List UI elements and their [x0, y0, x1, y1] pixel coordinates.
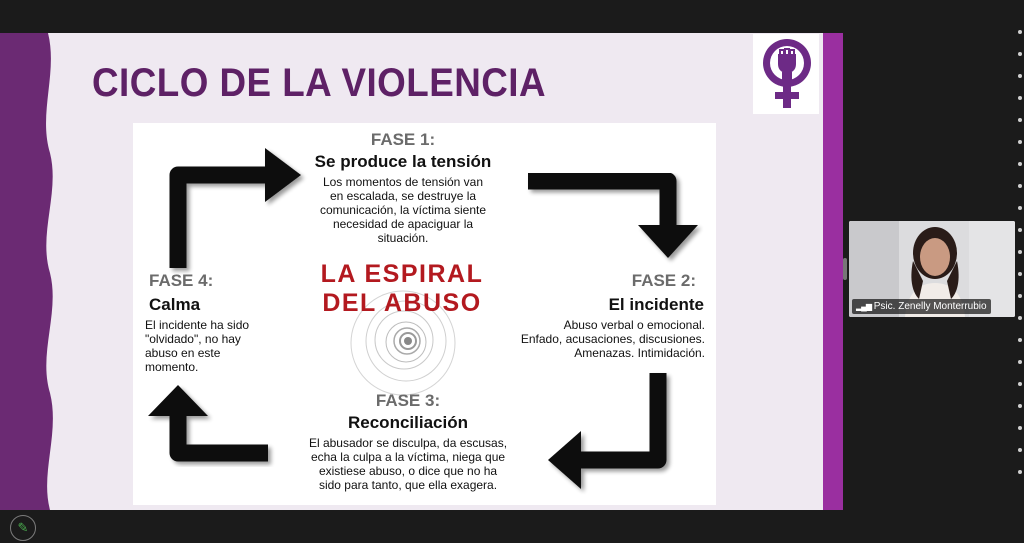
phase-description: El abusador se disculpa, da escusas, ech…: [308, 436, 508, 492]
toolbar-dot[interactable]: [1018, 470, 1022, 474]
signal-bars-icon: ▂▄▆: [856, 302, 872, 311]
presentation-slide: CICLO DE LA VIOLENCIA: [0, 33, 843, 510]
spiral-graphic: [350, 290, 456, 396]
phase-number: FASE 3:: [375, 391, 441, 410]
slide-title: CICLO DE LA VIOLENCIA: [92, 61, 546, 105]
arrow-bottom-right: [548, 373, 667, 489]
phase-number: FASE 4:: [149, 271, 214, 290]
toolbar-dot[interactable]: [1018, 294, 1022, 298]
toolbar-dot[interactable]: [1018, 30, 1022, 34]
phase-1: FASE 1: Se produce la tensión Los moment…: [293, 130, 513, 245]
arrow-bottom-left: [148, 385, 268, 462]
slide-side-wave: [0, 33, 53, 510]
phase-name: Calma: [149, 295, 201, 314]
phase-description: El incidente ha sido "olvidado", no hay …: [145, 318, 250, 374]
phase-name: Se produce la tensión: [314, 152, 492, 171]
toolbar-dot[interactable]: [1018, 382, 1022, 386]
feminist-fist-icon: [753, 34, 819, 114]
center-title: LA ESPIRAL DEL ABUSO: [320, 260, 484, 317]
side-toolbar: [1018, 30, 1024, 492]
toolbar-dot[interactable]: [1018, 272, 1022, 276]
toolbar-dot[interactable]: [1018, 426, 1022, 430]
phase-name: Reconciliación: [348, 413, 468, 432]
phase-number: FASE 1:: [370, 130, 436, 149]
slide-right-band: [823, 33, 843, 510]
toolbar-dot[interactable]: [1018, 162, 1022, 166]
toolbar-dot[interactable]: [1018, 96, 1022, 100]
toolbar-dot[interactable]: [1018, 74, 1022, 78]
arrow-top-right: [528, 172, 698, 258]
panel-resize-handle[interactable]: [843, 258, 847, 280]
participant-name-label: ▂▄▆ Psic. Zenelly Monterrubio: [852, 299, 991, 314]
toolbar-dot[interactable]: [1018, 228, 1022, 232]
phase-name: El incidente: [608, 295, 704, 314]
participant-video-tile[interactable]: ▂▄▆ Psic. Zenelly Monterrubio: [849, 221, 1015, 317]
arrow-top-left: [169, 148, 301, 268]
toolbar-dot[interactable]: [1018, 140, 1022, 144]
toolbar-dot[interactable]: [1018, 118, 1022, 122]
phase-number: FASE 2:: [631, 271, 696, 290]
cycle-arrows: [148, 148, 698, 489]
phase-3: FASE 3: Reconciliación El abusador se di…: [278, 391, 538, 492]
toolbar-dot[interactable]: [1018, 404, 1022, 408]
toolbar-dot[interactable]: [1018, 250, 1022, 254]
toolbar-dot[interactable]: [1018, 316, 1022, 320]
toolbar-dot[interactable]: [1018, 338, 1022, 342]
phase-description: Los momentos de tensión van en escalada,…: [319, 175, 487, 245]
abuse-cycle-diagram: LA ESPIRAL DEL ABUSO FASE 1: Se produce …: [133, 123, 716, 505]
toolbar-dot[interactable]: [1018, 52, 1022, 56]
toolbar-dot[interactable]: [1018, 184, 1022, 188]
toolbar-dot[interactable]: [1018, 448, 1022, 452]
phase-4: FASE 4: Calma El incidente ha sido "olvi…: [145, 271, 295, 374]
toolbar-dot[interactable]: [1018, 206, 1022, 210]
pencil-icon[interactable]: ✎: [10, 515, 36, 541]
toolbar-dot[interactable]: [1018, 360, 1022, 364]
phase-description: Abuso verbal o emocional. Enfado, acusac…: [520, 318, 705, 360]
phase-2: FASE 2: El incidente Abuso verbal o emoc…: [478, 271, 708, 360]
